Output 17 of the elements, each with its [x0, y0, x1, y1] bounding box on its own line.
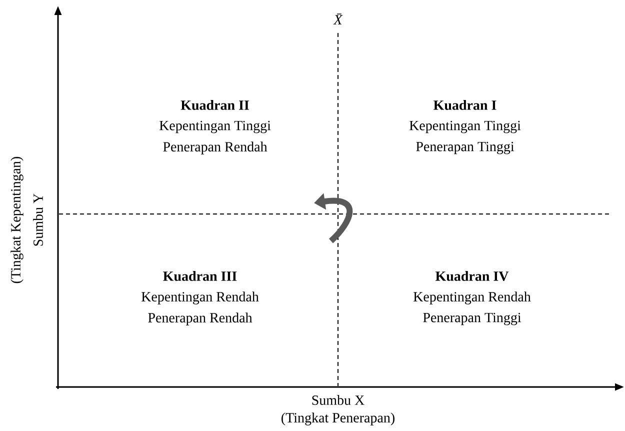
quadrant-title: Kuadran I — [434, 100, 496, 110]
axis-label: Sumbu Y — [33, 194, 43, 246]
quadrant-description: Penerapan Rendah — [163, 142, 268, 154]
quadrant-description: Kepentingan Rendah — [142, 292, 259, 304]
axis-label: (Tingkat Kepentingan) — [10, 156, 24, 284]
quadrant-description: Kepentingan Rendah — [414, 292, 531, 304]
quadrant-description: Kepentingan Tinggi — [409, 120, 521, 134]
axis-label: Sumbu X — [312, 395, 364, 405]
quadrant-description: Kepentingan Tinggi — [159, 120, 271, 134]
quadrant-title: Kuadran III — [163, 271, 237, 281]
quadrant-description: Penerapan Rendah — [148, 312, 252, 326]
quadrant-description: Penerapan Tinggi — [416, 142, 514, 154]
quadrant-title: Kuadran II — [180, 100, 249, 110]
axis-label: (Tingkat Penerapan) — [282, 412, 394, 426]
quadrant-description: Penerapan Tinggi — [423, 312, 522, 326]
mean-label: X̄ — [333, 14, 343, 24]
quadrant-title: Kuadran IV — [435, 271, 509, 281]
